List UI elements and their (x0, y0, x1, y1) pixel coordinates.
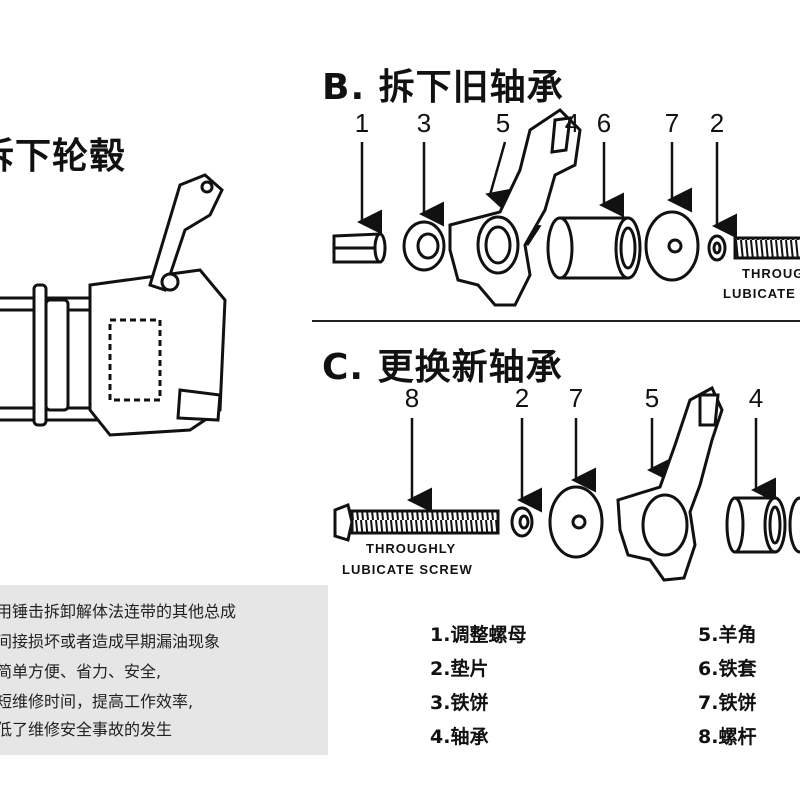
callout-b-7: 7 (664, 108, 680, 138)
section-c-parts (333, 385, 800, 582)
note-line: 用锤击拆卸解体法连带的其他总成 (0, 602, 237, 621)
legend-item-1: 1.调整螺母 (430, 624, 527, 646)
section-c-title: C. 更换新轴承 (322, 347, 563, 388)
legend-item-5: 5.羊角 (698, 624, 757, 646)
section-a-title: 拆下轮毂 (0, 136, 127, 177)
section-divider (312, 320, 800, 322)
callout-c-2: 2 (514, 383, 530, 413)
section-c-caption-line2: LUBICATE SCREW (342, 562, 473, 577)
callout-b-4: 4 (564, 108, 580, 138)
legend-item-4: 4.轴承 (430, 726, 489, 748)
callout-c-7: 7 (568, 383, 584, 413)
legend-item-7: 7.铁饼 (698, 692, 757, 714)
hub-assembly-drawing (0, 173, 227, 437)
section-b-caption-line1: THROUGHLY (742, 266, 800, 281)
legend-item-8: 8.螺杆 (698, 726, 757, 748)
callout-b-3: 3 (416, 108, 432, 138)
section-b-title: B. 拆下旧轴承 (322, 67, 564, 108)
callout-c-8: 8 (404, 383, 420, 413)
notes-panel: 用锤击拆卸解体法连带的其他总成 间接损坏或者造成早期漏油现象 简单方便、省力、安… (0, 585, 328, 755)
legend-item-6: 6.铁套 (698, 658, 757, 680)
note-line: 低了维修安全事故的发生 (0, 720, 173, 739)
note-line: 短维修时间，提高工作效率, (0, 692, 194, 711)
callout-b-6: 6 (596, 108, 612, 138)
legend-item-2: 2.垫片 (430, 658, 489, 680)
section-b-parts (332, 108, 800, 307)
callout-c-5: 5 (644, 383, 660, 413)
section-c-arrows (407, 418, 776, 513)
note-line: 间接损坏或者造成早期漏油现象 (0, 632, 221, 651)
callout-b-1: 1 (354, 108, 370, 138)
section-c-caption-line1: THROUGHLY (366, 541, 457, 556)
section-b-caption-line2: LUBICATE (723, 286, 796, 301)
note-line: 简单方便、省力、安全, (0, 662, 162, 681)
callout-b-5: 5 (495, 108, 511, 138)
legend-item-3: 3.铁饼 (430, 692, 489, 714)
callout-c-4: 4 (748, 383, 764, 413)
callout-b-2: 2 (709, 108, 725, 138)
